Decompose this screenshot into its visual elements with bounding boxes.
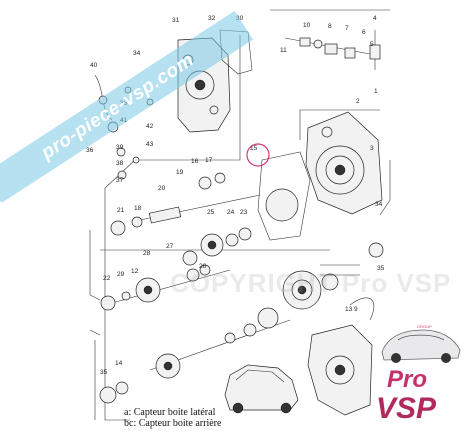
part-number-label: 3 xyxy=(370,145,374,152)
part-number-label: 23 xyxy=(240,209,248,216)
legend-side-sensor: a: Capteur boite latéral xyxy=(124,407,216,418)
part-number-label: 42 xyxy=(146,123,154,130)
part-number-label: 6 xyxy=(362,29,366,36)
part-number-label: 20 xyxy=(158,185,166,192)
part-number-label: 10 xyxy=(303,22,311,29)
part-number-label: 5 xyxy=(370,41,374,48)
part-number-label: 12 xyxy=(131,268,139,275)
part-number-label: 7 xyxy=(345,25,349,32)
part-number-label: 18 xyxy=(134,205,142,212)
gearbox-housing-right xyxy=(305,111,383,215)
part-number-label: 39 xyxy=(116,144,124,151)
part-number-label: 29 xyxy=(117,271,125,278)
part-number-label: 9 xyxy=(354,306,358,313)
part-number-label: 8 xyxy=(328,23,332,30)
part-number-label: 25 xyxy=(207,209,215,216)
copyright-watermark: COPYRIGHT Pro VSP xyxy=(170,268,452,298)
logo-car-icon xyxy=(381,329,461,363)
lower-shaft-assembly xyxy=(99,307,291,404)
shift-shaft-assembly xyxy=(284,30,381,70)
legend-rear-sensor: bc: Capteur boite arrière xyxy=(124,418,222,429)
logo-group-text: GROUP xyxy=(417,324,432,329)
part-number-label: 32 xyxy=(208,15,216,22)
part-number-label: 35 xyxy=(100,369,108,376)
part-number-label: 2 xyxy=(356,98,360,105)
part-number-label: 34 xyxy=(133,50,141,57)
car-illustration xyxy=(224,364,299,414)
logo-vsp-text: VSP xyxy=(376,392,437,425)
cover-plate xyxy=(265,188,299,222)
part-number-label: 36 xyxy=(86,147,94,154)
input-shaft xyxy=(110,172,261,236)
part-number-label: 31 xyxy=(172,17,180,24)
part-number-label: 16 xyxy=(191,158,199,165)
part-number-label: 15 xyxy=(250,145,258,152)
gasket-15 xyxy=(257,151,311,241)
part-number-label: 38 xyxy=(116,160,124,167)
logo-pro-text: Pro xyxy=(387,366,428,393)
counter-shaft xyxy=(100,264,231,311)
differential-gear xyxy=(282,242,384,321)
part-number-label: 21 xyxy=(117,207,125,214)
part-number-labels: 3132301011876543440334142431233639383715… xyxy=(86,15,385,376)
part-number-label: 24 xyxy=(227,209,235,216)
part-number-label: 17 xyxy=(205,157,213,164)
part-number-label: 28 xyxy=(143,250,151,257)
part-number-label: 34 xyxy=(375,201,383,208)
part-number-label: 4 xyxy=(373,15,377,22)
part-number-label: 26 xyxy=(199,263,207,270)
part-number-label: 35 xyxy=(377,265,385,272)
assembled-gearbox xyxy=(307,324,373,416)
part-number-label: 40 xyxy=(90,62,98,69)
part-number-label: 22 xyxy=(103,275,111,282)
part-number-label: 37 xyxy=(116,177,124,184)
part-number-label: 27 xyxy=(166,243,174,250)
part-number-label: 43 xyxy=(146,141,154,148)
highlight-circle-15 xyxy=(246,143,270,167)
part-number-label: 14 xyxy=(115,360,123,367)
part-number-label: 19 xyxy=(176,169,184,176)
pro-vsp-logo: GROUP Pro VSP xyxy=(374,318,466,436)
gear-row-middle xyxy=(182,227,252,266)
part-number-label: 1 xyxy=(374,88,378,95)
part-number-label: 11 xyxy=(280,47,287,54)
part-number-label: 13 xyxy=(345,306,353,313)
